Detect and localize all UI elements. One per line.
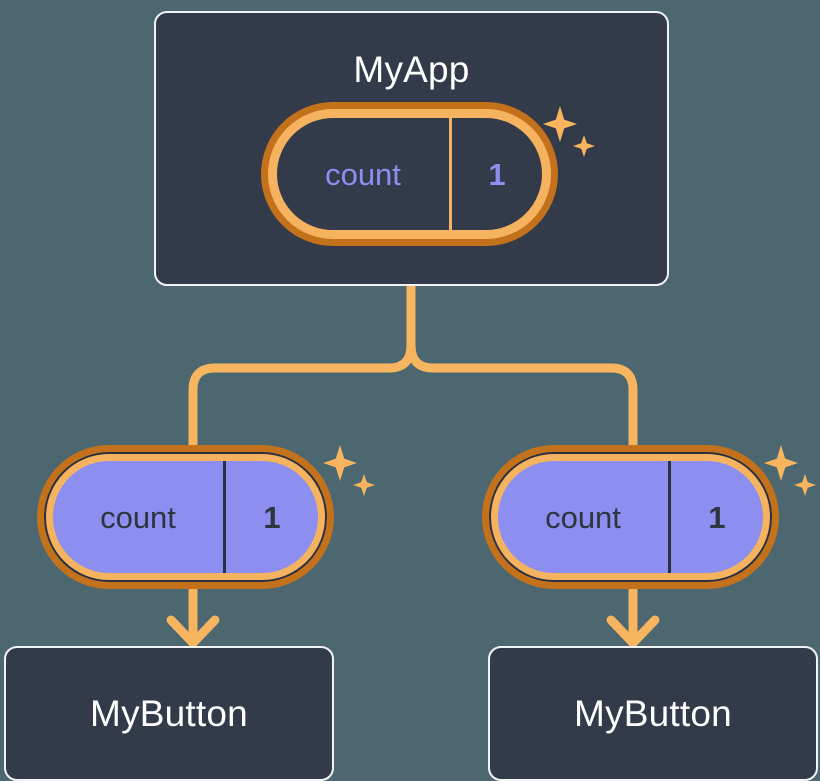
state-key-root: count — [325, 156, 401, 192]
component-card-mybutton-right[interactable]: MyButton — [488, 646, 818, 781]
state-pill-child-left[interactable]: count 1 — [44, 452, 327, 582]
component-card-mybutton-left[interactable]: MyButton — [4, 646, 334, 781]
component-title-mybutton-right: MyButton — [574, 693, 732, 734]
sparkle-icon-child-left — [321, 443, 377, 508]
state-pill-root[interactable]: count 1 — [268, 109, 551, 239]
state-divider-child-right — [668, 461, 671, 573]
sparkle-star-small — [794, 474, 816, 496]
state-pill-child-right[interactable]: count 1 — [489, 452, 772, 582]
state-value-child-left: 1 — [263, 499, 281, 535]
state-value-root: 1 — [488, 156, 506, 192]
component-title-mybutton-left: MyButton — [90, 693, 248, 734]
state-divider-root — [449, 118, 452, 230]
connector-arrow-right-head — [606, 615, 660, 648]
state-key-child-right: count — [545, 499, 621, 535]
state-key-child-left: count — [100, 499, 176, 535]
sparkle-star-small — [353, 474, 375, 496]
sparkle-icon-child-right — [762, 443, 818, 508]
component-title-myapp: MyApp — [353, 49, 470, 90]
connector-arrow-left-head — [166, 615, 220, 648]
sparkle-star-large — [323, 445, 357, 481]
connector-branch-left — [188, 340, 416, 462]
state-value-child-right: 1 — [708, 499, 726, 535]
sparkle-star-large — [764, 445, 798, 481]
connector-branch-right — [406, 340, 638, 462]
state-divider-child-left — [223, 461, 226, 573]
